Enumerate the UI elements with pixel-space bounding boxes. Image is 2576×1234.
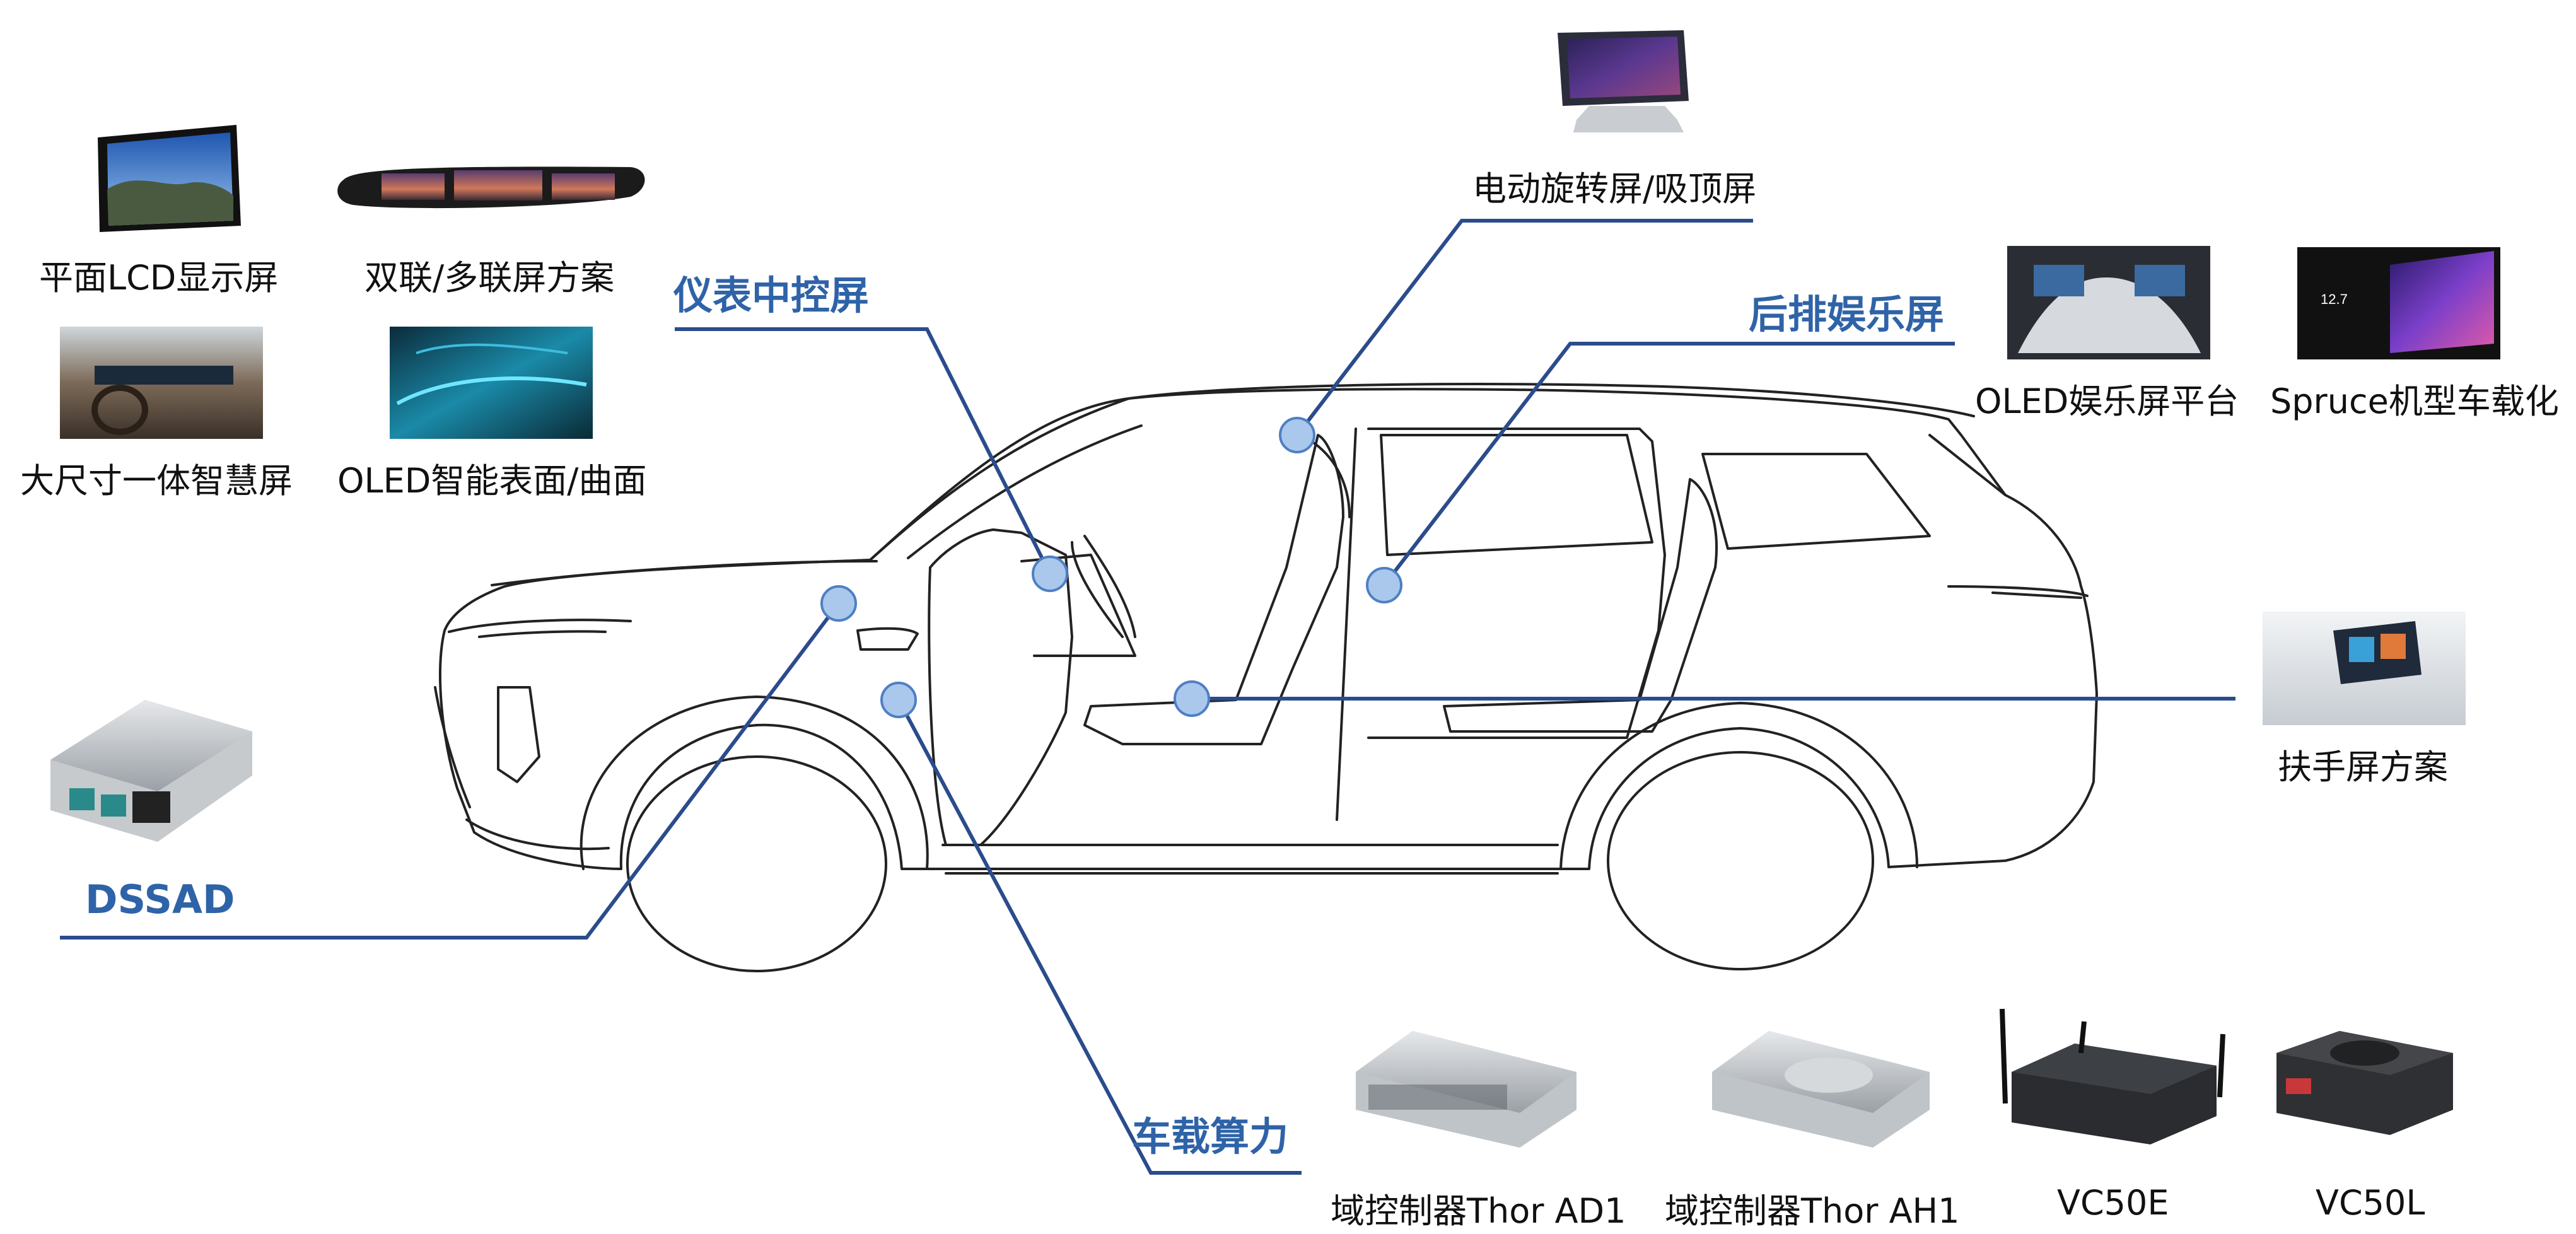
oled-surface-picture <box>390 327 593 439</box>
label-rotating: 电动旋转屏/吸顶屏 <box>1472 169 1757 209</box>
spruce-picture: 12.7 <box>2297 247 2500 359</box>
anchor-dots <box>820 417 1402 718</box>
thor-ad1-picture <box>1356 1031 1576 1148</box>
armrest-picture <box>2263 612 2466 725</box>
label-vc50l: VC50L <box>2316 1183 2425 1223</box>
category-cluster: 仪表中控屏 <box>673 272 870 318</box>
dot-armrest <box>1174 680 1210 717</box>
label-oled-ent: OLED娱乐屏平台 <box>1975 381 2239 421</box>
dot-cluster <box>1032 556 1068 592</box>
label-thor-ad1: 域控制器Thor AD1 <box>1331 1191 1626 1231</box>
flat-lcd-picture <box>98 125 241 232</box>
line-rear <box>1382 342 1955 586</box>
thor-ah1-picture <box>1712 1031 1930 1148</box>
line-rotating <box>1295 219 1753 436</box>
label-oled-surface: OLED智能表面/曲面 <box>337 461 647 501</box>
line-dssad <box>60 602 841 940</box>
category-dssad: DSSAD <box>85 876 235 923</box>
car-outline <box>434 383 2098 972</box>
dot-dssad <box>820 585 857 622</box>
category-compute: 车载算力 <box>1132 1114 1289 1160</box>
dot-rotating <box>1279 417 1315 453</box>
label-armrest: 扶手屏方案 <box>2278 747 2448 787</box>
oled-ent-picture <box>2007 246 2210 359</box>
rotating-screen-picture <box>1558 30 1689 132</box>
dot-rear <box>1366 567 1402 603</box>
label-dual-screen: 双联/多联屏方案 <box>364 258 615 298</box>
connector-lines <box>60 219 2235 1175</box>
spruce-screen-text: 12.7 <box>2321 291 2348 307</box>
large-smart-screen-picture <box>60 327 263 439</box>
label-spruce: Spruce机型车载化 <box>2270 381 2559 421</box>
vc50e-picture <box>2000 1008 2225 1144</box>
line-cluster <box>675 327 1052 575</box>
dssad-picture <box>50 700 252 842</box>
label-vc50e: VC50E <box>2057 1183 2169 1223</box>
label-large-smart: 大尺寸一体智慧屏 <box>20 461 293 501</box>
vc50l-picture <box>2276 1031 2453 1135</box>
dot-compute <box>880 682 917 718</box>
label-flat-lcd: 平面LCD显示屏 <box>39 258 279 298</box>
label-thor-ah1: 域控制器Thor AH1 <box>1665 1191 1960 1231</box>
category-rear: 后排娱乐屏 <box>1749 291 1945 337</box>
line-compute <box>897 699 1302 1175</box>
dual-screen-picture <box>337 166 645 209</box>
